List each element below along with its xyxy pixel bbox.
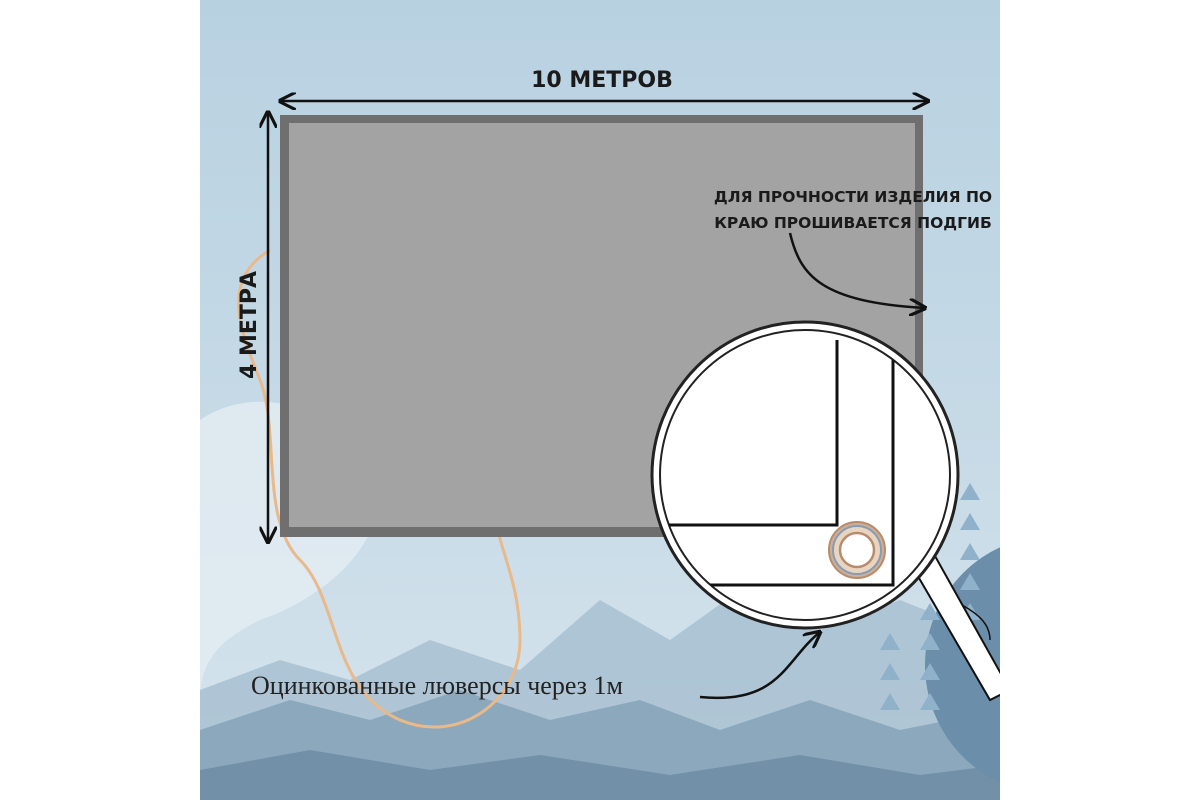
grommet-icon xyxy=(828,521,886,579)
hem-note-line2: КРАЮ ПРОШИВАЕТСЯ ПОДГИБ xyxy=(714,214,992,232)
grommet-pointer-arrow xyxy=(699,632,820,700)
width-label: 10 МЕТРОВ xyxy=(531,68,673,93)
zoomed-tarp-edge-inner xyxy=(660,340,839,527)
zoomed-tarp-edge-outer xyxy=(660,340,895,587)
mountains-near xyxy=(200,750,1000,800)
hem-pointer-arrow xyxy=(788,232,925,308)
hem-note-line1: ДЛЯ ПРОЧНОСТИ ИЗДЕЛИЯ ПО xyxy=(714,188,992,206)
tarp-dimension-diagram: 10 МЕТРОВ 4 МЕТРА ДЛЯ ПРОЧНОСТИ ИЗДЕЛИЯ … xyxy=(200,0,1000,800)
height-label: 4 МЕТРА xyxy=(237,271,262,379)
orange-swirl xyxy=(237,248,522,729)
magnifier-lens xyxy=(650,320,960,630)
grommet-caption: Оцинкованные люверсы через 1м xyxy=(251,671,623,700)
triangle-pattern xyxy=(880,483,980,710)
diagram-canvas: 10 МЕТРОВ 4 МЕТРА ДЛЯ ПРОЧНОСТИ ИЗДЕЛИЯ … xyxy=(200,0,1000,800)
